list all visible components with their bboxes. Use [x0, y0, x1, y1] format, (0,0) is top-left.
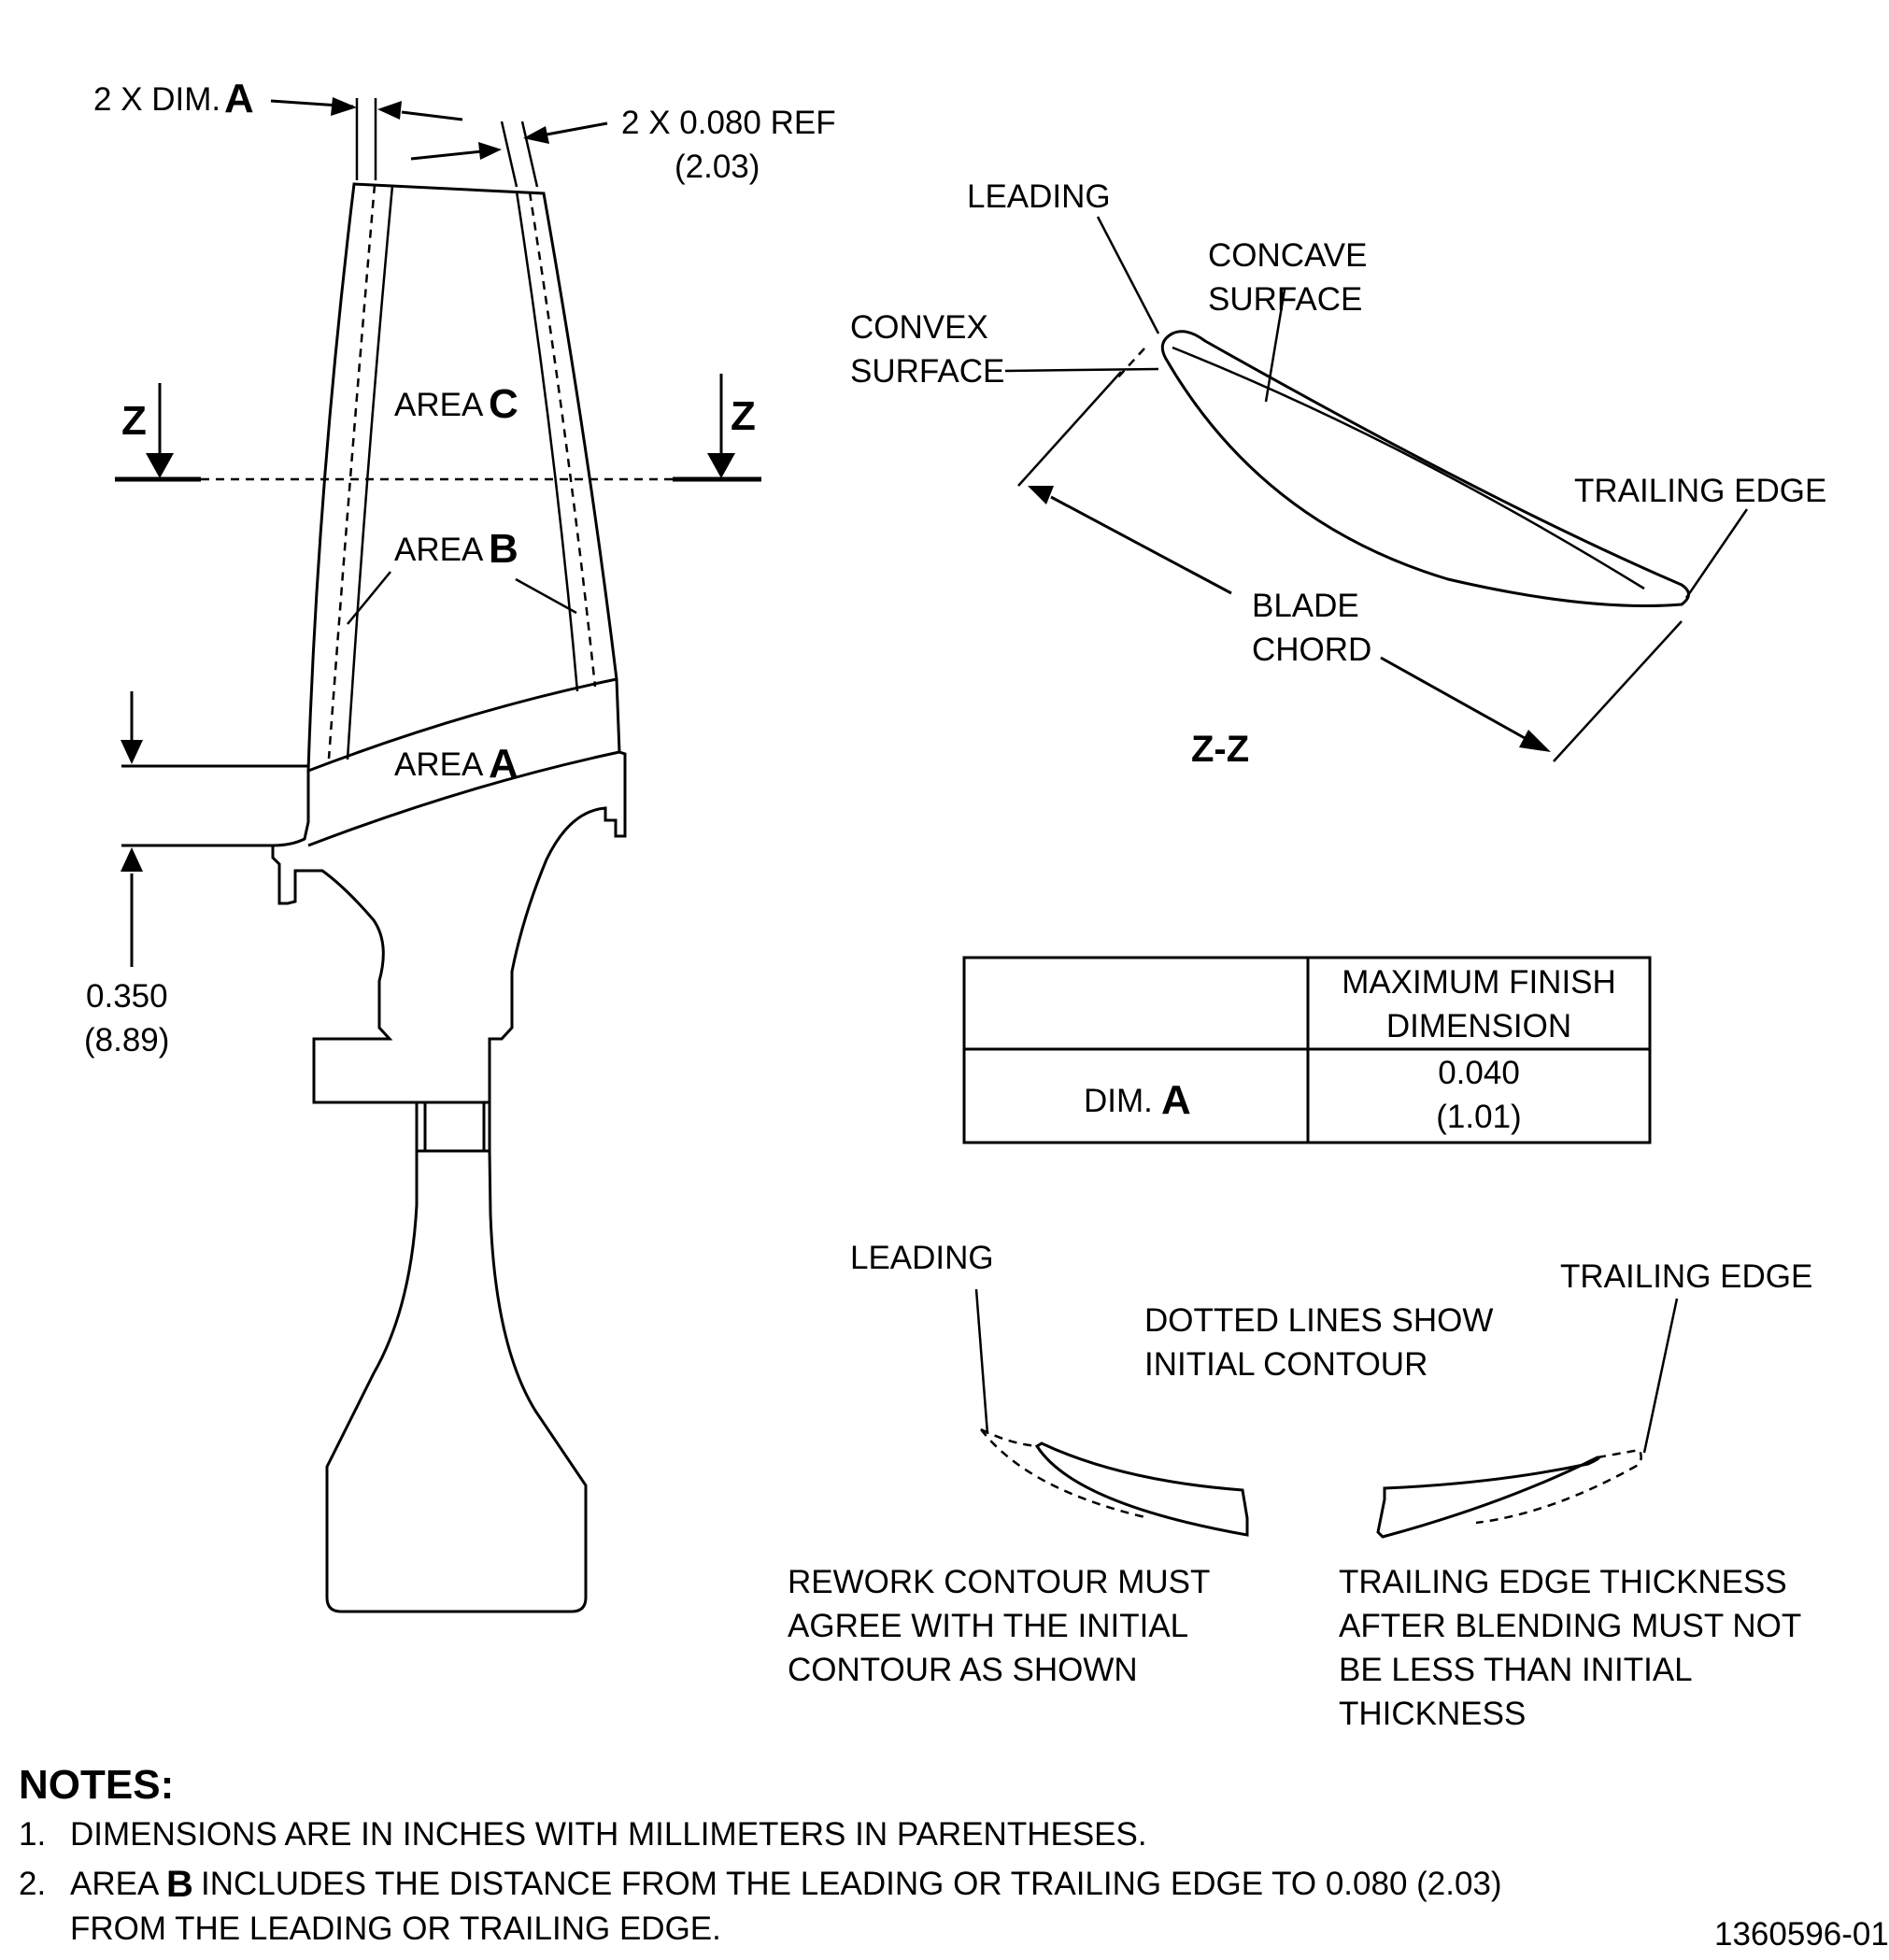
zz-trailing: TRAILING EDGE	[1574, 473, 1826, 509]
trailing-initial-contour	[1475, 1448, 1642, 1525]
detail-trailing: TRAILING EDGE	[1560, 1258, 1812, 1295]
zz-convex-2: SURFACE	[850, 353, 1004, 390]
note-2-continued: FROM THE LEADING OR TRAILING EDGE.	[70, 1910, 721, 1947]
left-note-2: AGREE WITH THE INITIAL	[788, 1608, 1188, 1644]
leading-edge-line	[346, 185, 394, 760]
notes-block: NOTES: 1. DIMENSIONS ARE IN INCHES WITH …	[19, 1762, 1889, 1953]
note-2-letter: B	[166, 1864, 193, 1905]
leading-initial-contour	[980, 1427, 1150, 1520]
section-zz-view: LEADING CONCAVE SURFACE CONVEX SURFACE T…	[850, 178, 1826, 770]
trailing-edge-line	[515, 191, 579, 692]
area-a-band-top	[307, 677, 618, 773]
contour-detail: LEADING TRAILING EDGE DOTTED LINES SHOW …	[788, 1240, 1812, 1732]
height-in: 0.350	[86, 978, 168, 1015]
section-z-right: Z	[731, 393, 756, 439]
zz-chord-2: CHORD	[1252, 632, 1371, 668]
right-note-4: THICKNESS	[1339, 1696, 1526, 1732]
area-a-text: AREA	[394, 746, 484, 783]
ref-mm: (2.03)	[675, 149, 760, 185]
table-row-letter: A	[1161, 1077, 1191, 1123]
right-note-1: TRAILING EDGE THICKNESS	[1339, 1564, 1787, 1600]
notes-heading: NOTES:	[19, 1762, 174, 1808]
shank-collar	[423, 1101, 486, 1153]
area-a-letter: A	[489, 741, 518, 787]
left-note-1: REWORK CONTOUR MUST	[788, 1564, 1210, 1600]
right-note-3: BE LESS THAN INITIAL	[1339, 1652, 1693, 1688]
area-b-boundary-right	[528, 192, 597, 688]
height-mm: (8.89)	[84, 1022, 169, 1058]
area-b-text: AREA	[394, 532, 484, 568]
table-header-1: MAXIMUM FINISH	[1342, 964, 1616, 1001]
zz-concave-1: CONCAVE	[1208, 237, 1368, 274]
table-value-mm: (1.01)	[1436, 1099, 1521, 1135]
area-b-letter: B	[489, 526, 518, 572]
ref-label: 2 X 0.080 REF	[621, 105, 836, 141]
table-row-label: DIM.	[1084, 1083, 1153, 1119]
right-note-2: AFTER BLENDING MUST NOT	[1339, 1608, 1801, 1644]
max-finish-table: MAXIMUM FINISH DIMENSION DIM. A 0.040 (1…	[962, 956, 1652, 1144]
note-1-number: 1.	[19, 1816, 46, 1853]
area-c-letter: C	[489, 381, 518, 427]
airfoil-section	[1160, 330, 1690, 607]
area-a-band-bottom	[307, 750, 620, 847]
area-b-boundary-left	[327, 184, 376, 760]
zz-title: Z-Z	[1191, 729, 1249, 770]
area-c-text: AREA	[394, 387, 484, 423]
dotted-2: INITIAL CONTOUR	[1144, 1346, 1427, 1383]
left-note-3: CONTOUR AS SHOWN	[788, 1652, 1138, 1688]
note-1-text: DIMENSIONS ARE IN INCHES WITH MILLIMETER…	[70, 1816, 1147, 1853]
table-header-2: DIMENSION	[1386, 1008, 1571, 1044]
zz-convex-1: CONVEX	[850, 309, 988, 346]
figure-id: 1360596-01	[1714, 1916, 1889, 1953]
note-2-text: INCLUDES THE DISTANCE FROM THE LEADING O…	[201, 1866, 1502, 1902]
trailing-rework-contour	[1376, 1456, 1600, 1539]
dim-a-letter: A	[224, 76, 254, 121]
blade-root	[325, 1150, 588, 1613]
table-value-in: 0.040	[1438, 1055, 1520, 1091]
airfoil-outline	[271, 182, 627, 1104]
note-2-area: AREA	[70, 1866, 160, 1902]
zz-leading: LEADING	[967, 178, 1111, 215]
section-z-left: Z	[121, 398, 147, 444]
zz-concave-2: SURFACE	[1208, 281, 1362, 318]
detail-leading: LEADING	[850, 1240, 994, 1276]
dotted-1: DOTTED LINES SHOW	[1144, 1302, 1493, 1339]
blade-elevation-view: 2 X DIM. A 2 X 0.080 REF (2.03) Z Z AREA…	[84, 76, 836, 1613]
zz-chord-1: BLADE	[1252, 588, 1359, 624]
dim-a-label: 2 X DIM.	[93, 81, 220, 118]
leading-rework-contour	[1034, 1442, 1249, 1537]
note-2-number: 2.	[19, 1866, 46, 1902]
